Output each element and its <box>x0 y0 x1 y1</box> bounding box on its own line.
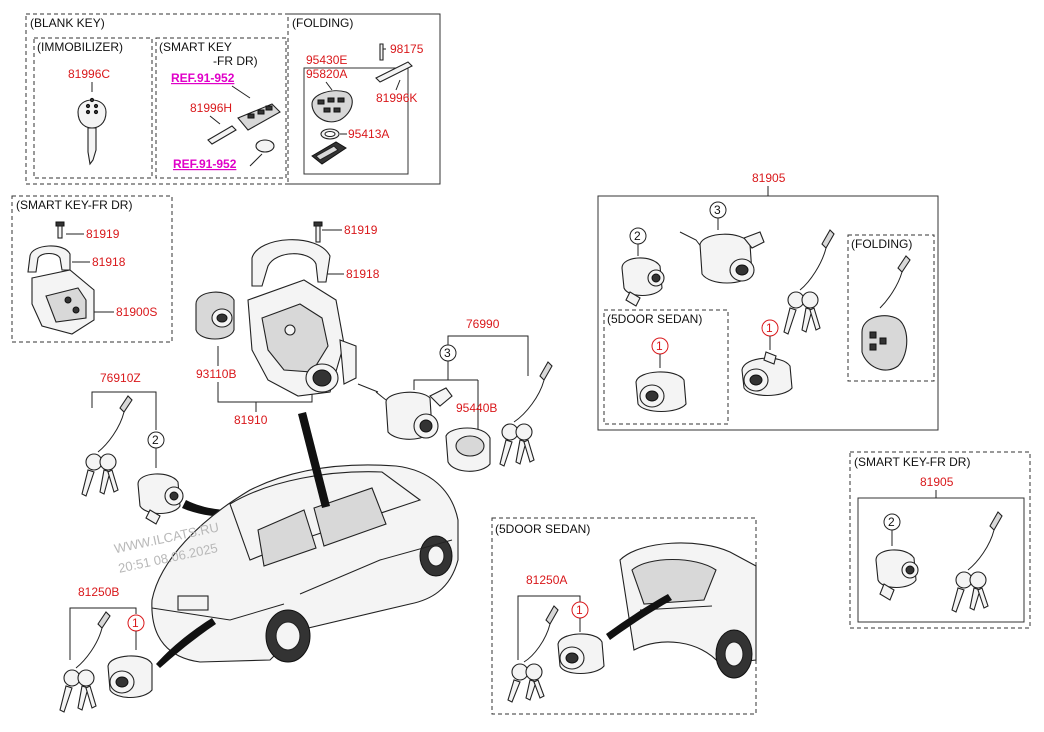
part-76990[interactable]: 76990 <box>466 317 500 331</box>
folding-fob-bottom-icon <box>311 141 347 165</box>
part-81919[interactable]: 81919 <box>344 223 378 237</box>
keys-81250B-icon <box>59 611 111 713</box>
81905-right-frame <box>857 497 1025 623</box>
key-blade-98175-icon <box>375 43 413 83</box>
part-81250A[interactable]: 81250A <box>526 573 567 587</box>
trunk-cylinder-81250A-icon <box>557 633 605 675</box>
part-81918-left[interactable]: 81918 <box>92 255 126 269</box>
callout-1-81905-text: 1 <box>766 321 773 335</box>
section-immobilizer: (IMMOBILIZER) <box>37 40 123 54</box>
immobilizer-coil-93110B-icon <box>195 291 235 340</box>
trunk-cylinder-sedan-icon <box>635 371 687 413</box>
callout-1-81250B-text: 1 <box>132 616 139 630</box>
section-folding-top: (FOLDING) <box>292 16 353 30</box>
callout-2-76910Z-text: 2 <box>152 433 159 447</box>
keys-76990-icon <box>499 361 553 467</box>
part-76910Z[interactable]: 76910Z <box>100 371 141 385</box>
o-ring-icon <box>320 128 340 140</box>
smart-key-fob-icon <box>237 103 281 131</box>
part-81918[interactable]: 81918 <box>346 267 380 281</box>
section-blank-key: (BLANK KEY) <box>30 16 105 30</box>
folding-key-81905-icon <box>861 255 911 371</box>
part-95413A[interactable]: 95413A <box>348 127 389 141</box>
callout-2-81905-right-text: 2 <box>888 515 895 529</box>
ignition-lock-81910-icon <box>247 279 357 397</box>
ref-91-952-top[interactable]: REF.91-952 <box>171 71 235 85</box>
part-81910[interactable]: 81910 <box>234 413 268 427</box>
part-95820A[interactable]: 95820A <box>306 67 347 81</box>
part-93110B[interactable]: 93110B <box>196 367 236 381</box>
callout-1-81250A-text: 1 <box>576 603 583 617</box>
section-5door-sedan-right: (5DOOR SEDAN) <box>607 312 702 326</box>
callout-2-81905-text: 2 <box>634 229 641 243</box>
coin-battery-icon <box>255 139 275 153</box>
part-81900S[interactable]: 81900S <box>116 305 157 319</box>
shroud-81918-left-icon <box>27 245 71 273</box>
section-smart-key-fr-dr: -FR DR) <box>213 54 258 68</box>
folding-right-group <box>847 234 935 382</box>
door-cylinder-76910Z-icon <box>137 473 184 525</box>
lock-body-81900S-icon <box>31 269 95 335</box>
screw-81919-left-icon <box>55 221 65 239</box>
callout-1-81905-sedan-text: 1 <box>656 339 663 353</box>
bezel-95440B-icon <box>445 427 491 472</box>
door-cylinder-76990-icon <box>357 383 453 440</box>
pointer-81910-car <box>298 412 330 508</box>
pointer-81250A <box>606 594 672 640</box>
part-95430E[interactable]: 95430E <box>306 53 347 67</box>
part-81250B[interactable]: 81250B <box>78 585 119 599</box>
keys-81905-icon <box>783 229 835 335</box>
part-81996H[interactable]: 81996H <box>190 101 232 115</box>
keys-81905-right-icon <box>951 511 1003 613</box>
screw-81919-icon <box>313 221 323 243</box>
part-98175[interactable]: 98175 <box>390 42 424 56</box>
callout-3-76990-text: 3 <box>444 346 451 360</box>
smart-key-group <box>155 37 287 179</box>
door-cylinder-81905-icon <box>621 257 665 307</box>
part-95440B[interactable]: 95440B <box>456 401 497 415</box>
hatchback-rear-icon <box>619 542 757 679</box>
keys-81250A-icon <box>507 605 559 703</box>
door-lock-81905-icon <box>679 231 765 284</box>
trunk-cylinder-81905-icon <box>741 351 793 397</box>
part-81905-top[interactable]: 81905 <box>752 171 786 185</box>
door-cylinder-81905-right-icon <box>875 549 919 601</box>
shroud-81918-icon <box>251 239 331 287</box>
immobilizer-group <box>33 37 153 179</box>
section-folding-right: (FOLDING) <box>851 237 912 251</box>
part-81919-left[interactable]: 81919 <box>86 227 120 241</box>
emergency-key-blade-icon <box>207 125 237 145</box>
smart-key-fr-dr-right-group <box>849 451 1031 629</box>
pointer-81250B-car <box>156 618 216 668</box>
section-smart-key: (SMART KEY <box>159 40 232 54</box>
smart-key-fr-dr-left-group <box>11 195 173 343</box>
immobilizer-key-icon <box>77 97 107 166</box>
5door-sedan-bottom-group <box>491 517 757 715</box>
part-81996C[interactable]: 81996C <box>68 67 110 81</box>
callout-3-81905-text: 3 <box>714 203 721 217</box>
sedan-car-icon <box>151 464 459 663</box>
folding-fob-top-icon <box>311 90 353 123</box>
ref-91-952-bottom[interactable]: REF.91-952 <box>173 157 237 171</box>
part-81996K[interactable]: 81996K <box>376 91 417 105</box>
blank-key-group <box>25 13 441 185</box>
folding-inner-frame <box>303 67 409 175</box>
keys-76910Z-icon <box>81 395 133 497</box>
section-smart-key-fr-dr-right: (SMART KEY-FR DR) <box>854 455 970 469</box>
section-smart-key-fr-dr-left: (SMART KEY-FR DR) <box>16 198 132 212</box>
trunk-cylinder-81250B-icon <box>107 655 153 699</box>
part-81905-right[interactable]: 81905 <box>920 475 954 489</box>
section-5door-sedan-bottom: (5DOOR SEDAN) <box>495 522 590 536</box>
